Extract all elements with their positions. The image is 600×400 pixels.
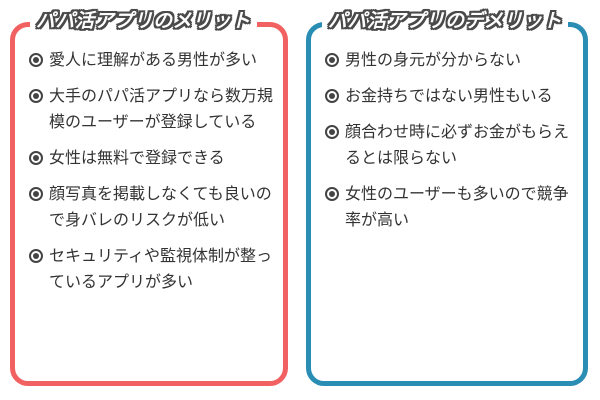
demerits-list: 男性の身元が分からない お金持ちではない男性もいる 顔合わせ時に必ずお金がもらえ…	[325, 47, 577, 243]
circle-dot-icon	[325, 187, 339, 201]
list-item-text: 顔写真を掲載しなくても良いので身バレのリスクが低い	[49, 184, 272, 229]
list-item-text: 女性のユーザーも多いので競争率が高い	[345, 184, 569, 229]
list-item-text: 女性は無料で登録できる	[49, 148, 225, 167]
list-item-text: セキュリティや監視体制が整っているアプリが多い	[49, 246, 273, 291]
list-item-text: 愛人に理解がある男性が多い	[49, 50, 258, 69]
list-item: 大手のパパ活アプリなら数万規模のユーザーが登録している	[29, 83, 275, 135]
demerits-title: パパ活アプリのデメリット	[322, 6, 569, 36]
merits-list: 愛人に理解がある男性が多い 大手のパパ活アプリなら数万規模のユーザーが登録してい…	[29, 47, 275, 305]
list-item: 顔写真を掲載しなくても良いので身バレのリスクが低い	[29, 181, 275, 233]
list-item: 愛人に理解がある男性が多い	[29, 47, 275, 73]
list-item: 女性のユーザーも多いので競争率が高い	[325, 181, 577, 233]
circle-dot-icon	[325, 89, 339, 103]
list-item: セキュリティや監視体制が整っているアプリが多い	[29, 243, 275, 295]
circle-dot-icon	[325, 53, 339, 67]
demerits-panel: 男性の身元が分からない お金持ちではない男性もいる 顔合わせ時に必ずお金がもらえ…	[306, 22, 588, 386]
circle-dot-icon	[325, 125, 339, 139]
merits-panel: 愛人に理解がある男性が多い 大手のパパ活アプリなら数万規模のユーザーが登録してい…	[10, 22, 288, 386]
circle-dot-icon	[29, 249, 43, 263]
circle-dot-icon	[29, 151, 43, 165]
list-item: 女性は無料で登録できる	[29, 145, 275, 171]
list-item-text: お金持ちではない男性もいる	[345, 86, 553, 105]
list-item: 顔合わせ時に必ずお金がもらえるとは限らない	[325, 119, 577, 171]
list-item-text: 顔合わせ時に必ずお金がもらえるとは限らない	[345, 122, 570, 167]
list-item-text: 大手のパパ活アプリなら数万規模のユーザーが登録している	[49, 86, 274, 131]
list-item: 男性の身元が分からない	[325, 47, 577, 73]
circle-dot-icon	[29, 53, 43, 67]
circle-dot-icon	[29, 89, 43, 103]
circle-dot-icon	[29, 187, 43, 201]
list-item-text: 男性の身元が分からない	[345, 50, 522, 69]
list-item: お金持ちではない男性もいる	[325, 83, 577, 109]
merits-title: パパ活アプリのメリット	[30, 6, 257, 36]
